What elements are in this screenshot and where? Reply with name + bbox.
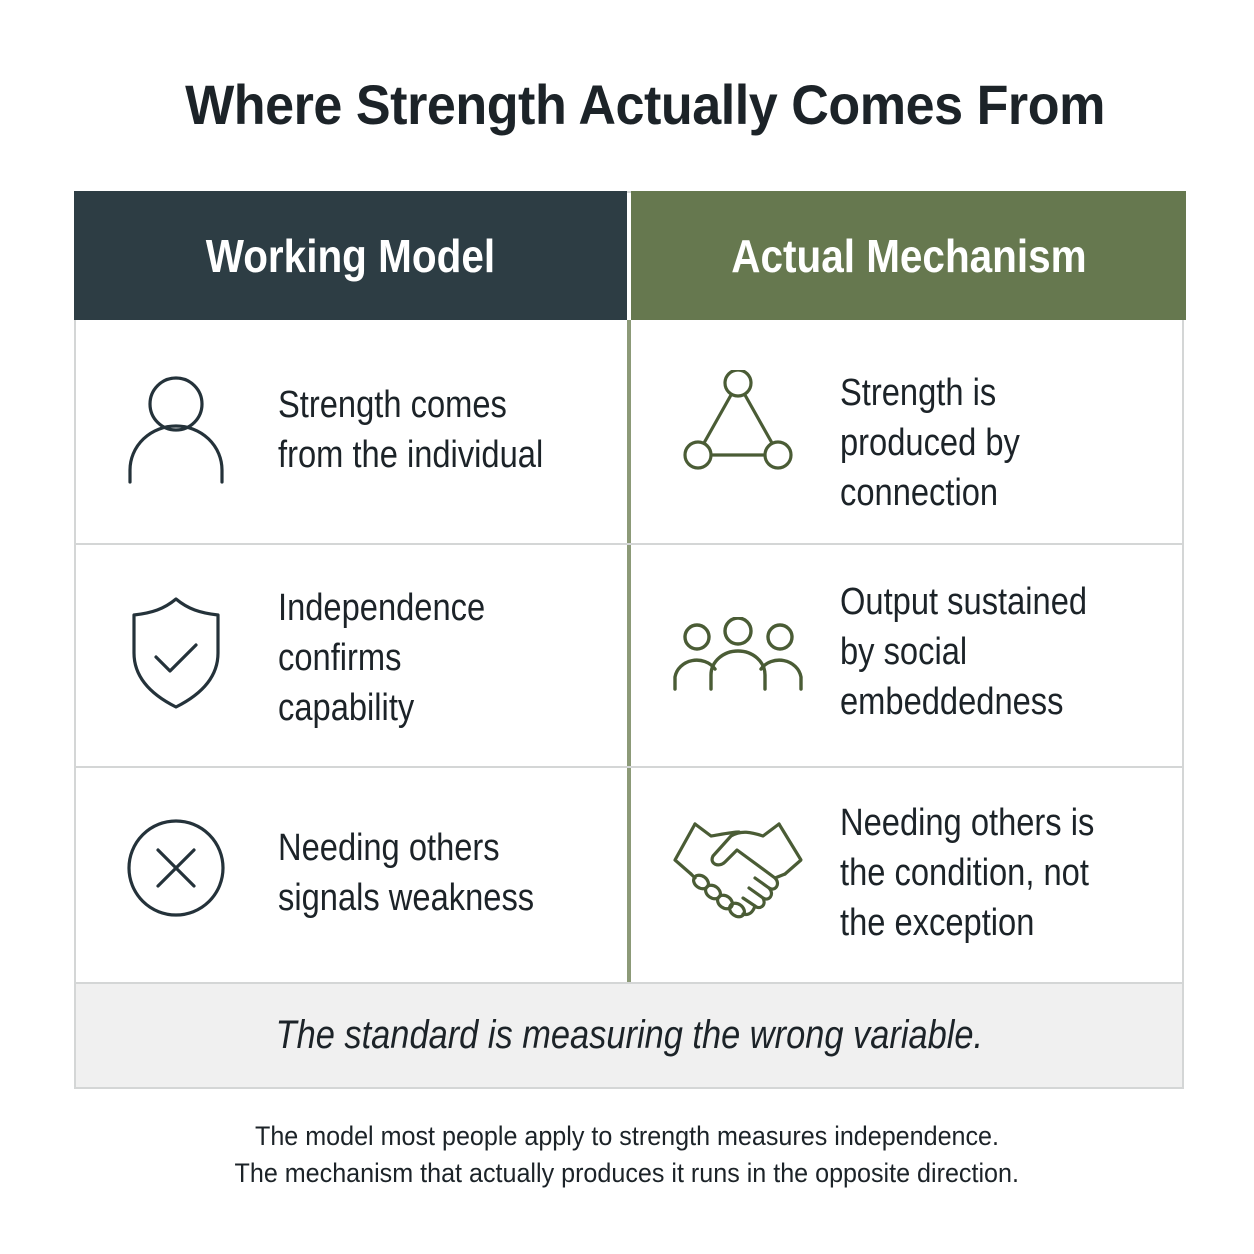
shield-check-icon (124, 593, 228, 713)
cell-text: Needing others is the condition, not the… (840, 802, 1095, 944)
cell-text: Needing others signals weakness (278, 827, 535, 919)
person-icon (116, 372, 236, 492)
table-cell-right-row-2: Output sustained by social embeddedness (631, 545, 1182, 766)
table-cell-left-row-2: Independence confirms capability (76, 545, 627, 766)
circle-x-icon (124, 816, 228, 920)
row-divider (76, 543, 1182, 545)
page-title: Where Strength Actually Comes From (185, 73, 1105, 136)
conclusion-band: The standard is measuring the wrong vari… (76, 982, 1182, 1087)
caption-line-1: The model most people apply to strength … (0, 1121, 1254, 1152)
network-triangle-icon (671, 370, 801, 480)
column-header-actual-mechanism: Actual Mechanism (631, 191, 1186, 320)
table-cell-right-row-3: Needing others is the condition, not the… (631, 768, 1182, 982)
caption-text: The mechanism that actually produces it … (234, 1158, 1020, 1188)
cell-text: Independence confirms capability (278, 587, 486, 729)
caption-line-2: The mechanism that actually produces it … (0, 1158, 1254, 1189)
row-divider (76, 766, 1182, 768)
comparison-table: Working Model Actual Mechanism Strength … (74, 191, 1186, 1089)
cell-text: Strength comes from the individual (278, 384, 544, 476)
handshake-icon (671, 818, 807, 928)
column-header-working-model: Working Model (74, 191, 627, 320)
table-cell-left-row-1: Strength comes from the individual (76, 320, 627, 543)
conclusion-text: The standard is measuring the wrong vari… (275, 1013, 983, 1057)
group-people-icon (671, 617, 807, 697)
column-divider (627, 320, 631, 982)
column-header-label: Working Model (205, 229, 496, 282)
cell-text: Strength is produced by connection (840, 372, 1020, 514)
caption-text: The model most people apply to strength … (255, 1121, 999, 1151)
table-cell-right-row-1: Strength is produced by connection (631, 320, 1182, 543)
table-cell-left-row-3: Needing others signals weakness (76, 768, 627, 982)
column-header-label: Actual Mechanism (730, 229, 1087, 282)
cell-text: Output sustained by social embeddedness (840, 581, 1088, 723)
